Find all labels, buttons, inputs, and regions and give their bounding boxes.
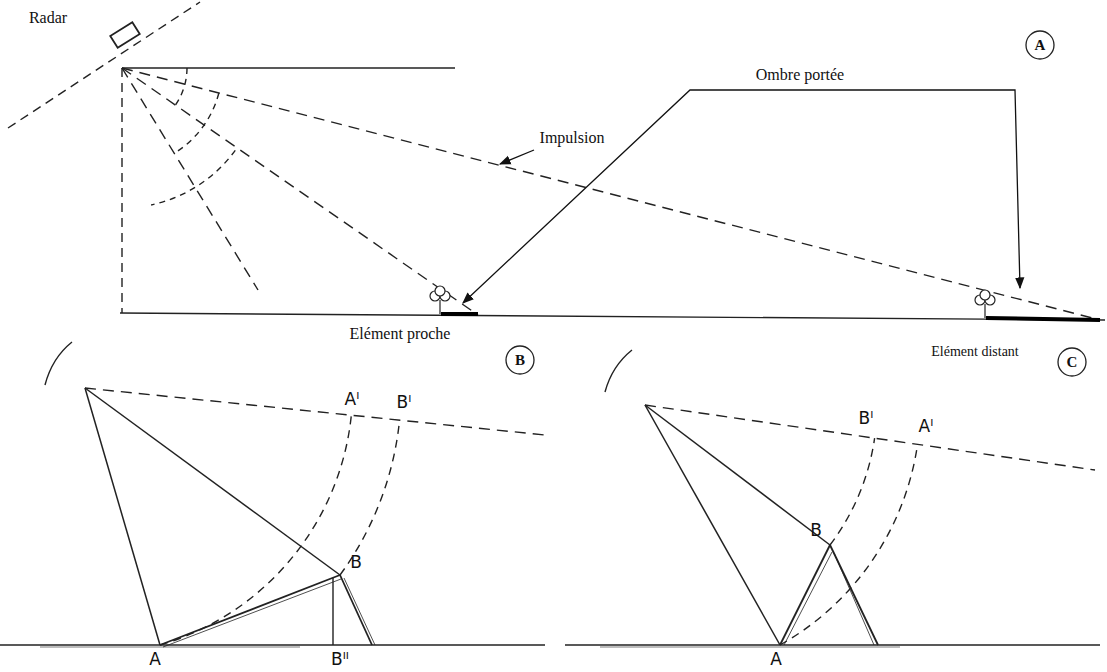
range-line: [85, 388, 1095, 470]
panel-circle: [506, 31, 1086, 376]
antenna-arc: [45, 342, 632, 392]
tree-symbol: [435, 286, 445, 296]
point-label: B: [348, 553, 364, 572]
panel-circle: [1058, 348, 1086, 376]
radar-antenna: [110, 22, 139, 48]
horizontal-line: [122, 67, 455, 68]
slope-relief: [332, 578, 333, 645]
horizontal-line: [122, 67, 455, 68]
range-arc: [160, 415, 351, 645]
panel-circle: [506, 346, 534, 374]
antenna-arc: [605, 350, 632, 392]
point-label: B: [808, 521, 824, 540]
pulse-ray: [122, 68, 478, 315]
slant-range: [85, 388, 830, 645]
leader-arrow: [463, 90, 1020, 303]
panel-letter: B: [513, 352, 527, 369]
slope-relief: [340, 575, 372, 645]
slant-range: [85, 388, 340, 575]
nadir-line: [121, 68, 122, 313]
pulse-ray: [122, 68, 258, 290]
panel-letter: C: [1065, 354, 1080, 371]
range-arc: [830, 438, 875, 545]
angle-arc: [174, 93, 219, 153]
shadow-label: Ombre portée: [754, 66, 846, 84]
panel-circle: [1026, 31, 1054, 59]
tree-symbol: [984, 304, 985, 318]
slope-relief: [830, 545, 878, 645]
cast-shadow: [441, 312, 478, 316]
leader-arrow: [463, 90, 1020, 303]
cast-shadow: [986, 318, 1100, 320]
slant-range: [85, 388, 160, 645]
ground-line: [0, 644, 545, 645]
ground-line: [40, 647, 300, 648]
nadir-line: [121, 68, 122, 313]
slope-relief: [163, 579, 341, 647]
leader-arrow: [500, 150, 534, 164]
slope-relief: [784, 552, 832, 645]
angle-arc: [151, 68, 235, 205]
slant-range: [645, 405, 830, 545]
range-line: [85, 388, 545, 435]
element-label: Elément proche: [348, 325, 453, 343]
ground-line: [565, 644, 1100, 645]
panel-letter: A: [1033, 37, 1048, 54]
cast-shadow: [441, 314, 1100, 320]
point-label: Bᴵᴵ: [329, 650, 351, 669]
tree-symbol: [430, 286, 995, 318]
angle-arc: [175, 68, 187, 106]
ground-line: [120, 313, 1105, 320]
pulse-label: Impulsion: [538, 129, 607, 147]
slope-relief: [780, 545, 830, 645]
ground-line: [600, 647, 900, 648]
range-arc: [780, 444, 918, 645]
pulse-ray: [122, 68, 1100, 320]
antenna-arc: [45, 342, 72, 385]
point-label: Aᴵ: [917, 417, 936, 436]
radar-axis: [8, 2, 200, 128]
point-label: A: [768, 650, 784, 669]
tree-symbol: [980, 290, 990, 300]
point-label: Aᴵ: [343, 390, 362, 409]
point-label: Bᴵ: [857, 409, 876, 428]
ground-line: [120, 313, 1105, 320]
slant-range: [645, 405, 780, 645]
radar-label: Radar: [27, 9, 69, 27]
slope-relief: [344, 578, 375, 645]
slope-relief: [160, 575, 340, 645]
radar-antenna: [110, 22, 139, 48]
element-label: Elément distant: [929, 344, 1020, 359]
pulse-ray: [122, 68, 1100, 320]
range-arc: [160, 415, 918, 645]
point-label: A: [147, 650, 163, 669]
tree-symbol: [439, 300, 440, 314]
range-arc: [340, 420, 400, 575]
angle-arc: [151, 150, 235, 205]
range-line: [645, 405, 1095, 470]
slope-relief: [160, 545, 878, 647]
point-label: Bᴵ: [395, 393, 414, 412]
radar-axis: [8, 2, 200, 128]
